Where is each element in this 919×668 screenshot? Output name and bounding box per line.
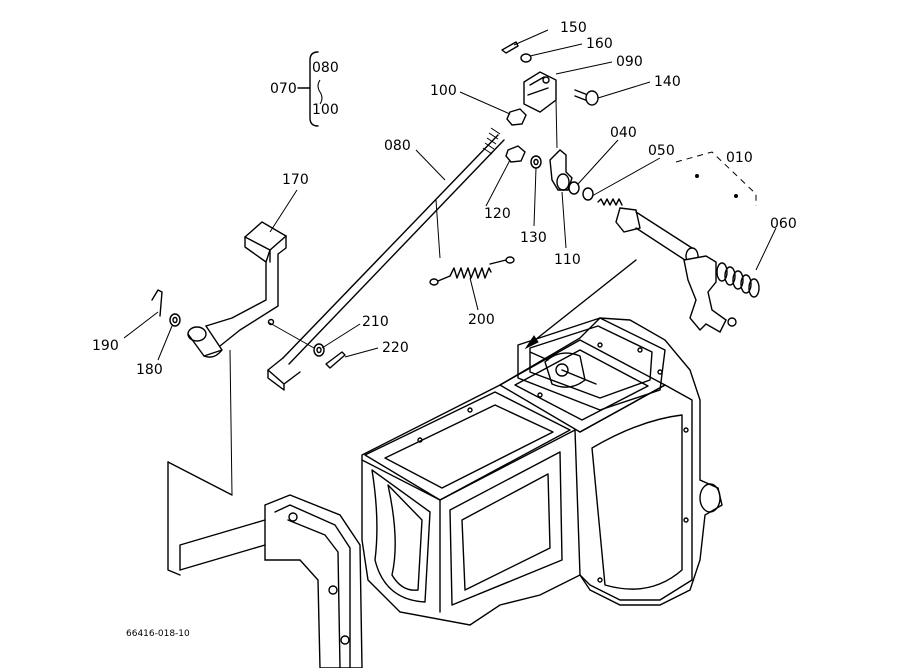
label-040: 040 [610,125,637,141]
bracket-070 [297,51,323,127]
label-110: 110 [554,252,581,268]
label-220: 220 [382,340,409,356]
label-210: 210 [362,314,389,330]
return-spring [429,256,515,286]
label-bracket-100: 100 [312,102,339,118]
label-010: 010 [726,150,753,166]
label-200: 200 [468,312,495,328]
clevis-assembly [501,41,599,191]
clutch-rod [267,127,505,391]
label-140: 140 [654,74,681,90]
clutch-pedal [187,221,288,496]
leader-lines [123,29,777,361]
release-shaft [524,151,760,350]
label-050: 050 [648,143,675,159]
label-100: 100 [430,83,457,99]
label-080: 080 [384,138,411,154]
label-070: 070 [270,81,297,97]
label-090: 090 [616,54,643,70]
label-130: 130 [520,230,547,246]
label-180: 180 [136,362,163,378]
label-160: 160 [586,36,613,52]
label-150: 150 [560,20,587,36]
label-060: 060 [770,216,797,232]
drawing-number: 66416-018-10 [126,629,190,639]
label-170: 170 [282,172,309,188]
small-hardware [151,289,346,369]
label-190: 190 [92,338,119,354]
label-bracket-080: 080 [312,60,339,76]
part-labels: 150 160 090 140 100 080 040 050 010 060 … [92,20,797,639]
bell-housing [167,461,363,668]
transmission-housing [361,317,723,626]
label-120: 120 [484,206,511,222]
